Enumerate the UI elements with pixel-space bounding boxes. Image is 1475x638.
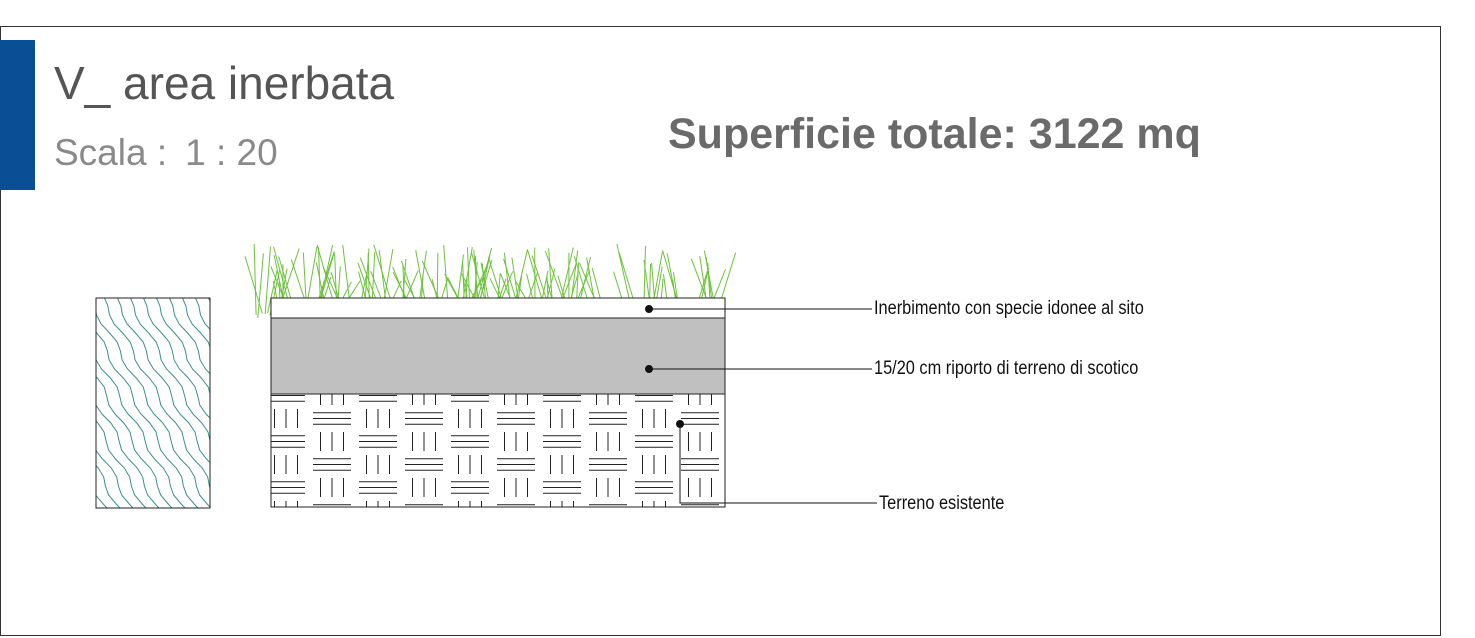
callout-topsoil: 15/20 cm riporto di terreno di scotico xyxy=(874,358,1139,379)
swatch-wave xyxy=(181,298,210,349)
grass-blade xyxy=(257,253,264,318)
swatch-wave xyxy=(96,464,121,508)
swatch-wave xyxy=(96,420,147,508)
section-outline xyxy=(270,393,726,508)
page-title: V_ area inerbata xyxy=(54,57,395,109)
scale-value: 1 : 20 xyxy=(185,132,278,173)
grass-base-strip xyxy=(270,297,726,319)
leader-dot-grass xyxy=(645,305,653,313)
swatch-wave xyxy=(96,449,134,508)
swatch-wave xyxy=(96,403,160,508)
grass-blade xyxy=(244,256,263,314)
accent-bar xyxy=(0,40,35,190)
swatch-wave xyxy=(155,298,210,396)
total-area: Superficie totale: 3122 mq xyxy=(668,110,1201,158)
swatch-wave xyxy=(194,298,210,330)
existing-soil-layer xyxy=(271,394,719,507)
swatch-wave xyxy=(0,288,90,522)
scale-label: Scala : xyxy=(54,132,168,173)
swatch-wave xyxy=(96,331,199,508)
swatch-wave xyxy=(96,309,210,508)
swatch-wave xyxy=(142,298,210,419)
leader-dot-existing-soil xyxy=(676,420,684,428)
legend-swatch xyxy=(0,288,211,522)
leader-existing-soil xyxy=(679,424,877,504)
grass-blade xyxy=(264,246,271,314)
swatch-wave xyxy=(96,494,108,508)
swatch-wave xyxy=(96,375,173,508)
sheet-border xyxy=(0,26,1441,636)
callout-grass: Inerbimento con specie idonee al sito xyxy=(874,298,1144,319)
swatch-wave xyxy=(96,356,186,508)
swatch-wave xyxy=(168,298,210,375)
swatch-wave xyxy=(129,298,210,443)
callout-existing-soil: Terreno esistente xyxy=(879,493,1005,514)
swatch-border xyxy=(95,297,211,509)
swatch-wave xyxy=(0,288,77,522)
swatch-wave xyxy=(0,288,103,522)
swatch-wave xyxy=(103,298,210,490)
topsoil-layer xyxy=(270,317,726,395)
swatch-wave xyxy=(116,298,210,464)
scale-line: Scala : 1 : 20 xyxy=(54,134,278,171)
grass-blade xyxy=(253,244,257,315)
callout-leaders xyxy=(645,305,877,504)
leader-dot-topsoil xyxy=(645,365,653,373)
